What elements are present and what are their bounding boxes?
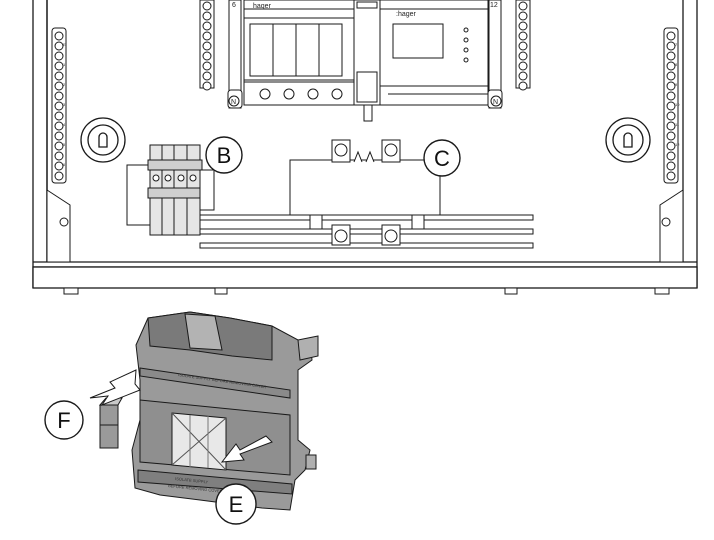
arrow-removal-f bbox=[89, 369, 141, 407]
terminal-number: 5 bbox=[63, 142, 66, 147]
left-earth-terminal-bar: E 1 2 3 4 5 6 bbox=[51, 27, 67, 184]
terminal-screw bbox=[666, 141, 676, 151]
terminal-screw bbox=[666, 101, 676, 111]
terminal-screw bbox=[54, 151, 64, 161]
terminal-screw bbox=[54, 121, 64, 131]
terminal-screw bbox=[54, 101, 64, 111]
right-lower-bracket bbox=[659, 189, 684, 263]
brand-label-right: :hager bbox=[396, 11, 417, 18]
terminal-number: 11 bbox=[675, 122, 680, 127]
terminal-screw bbox=[202, 21, 212, 31]
terminal-screw bbox=[54, 131, 64, 141]
arrow-removal-e bbox=[220, 435, 273, 463]
terminal-screw bbox=[518, 41, 528, 51]
terminal-screw bbox=[666, 31, 676, 41]
terminal-screw bbox=[202, 51, 212, 61]
neutral-label-left: N bbox=[231, 99, 236, 106]
callout-c-label: C bbox=[434, 146, 450, 171]
terminal-screw bbox=[54, 161, 64, 171]
terminal-screw bbox=[518, 61, 528, 71]
terminal-screw bbox=[518, 71, 528, 81]
terminal-screw bbox=[518, 31, 528, 41]
right-keyhole-mount bbox=[605, 117, 651, 163]
right-earth-terminal-bar: 7 8 9 10 11 12 bbox=[663, 27, 680, 184]
terminal-screw bbox=[518, 21, 528, 31]
callout-b: B bbox=[205, 136, 243, 174]
terminal-screw bbox=[666, 81, 676, 91]
terminal-screw bbox=[202, 81, 212, 91]
terminal-screw bbox=[54, 31, 64, 41]
terminal-screw bbox=[202, 41, 212, 51]
terminal-number: 6 bbox=[63, 162, 66, 167]
terminal-screw bbox=[54, 81, 64, 91]
removed-cover bbox=[131, 311, 319, 511]
terminal-screw bbox=[666, 171, 676, 181]
terminal-screw bbox=[54, 51, 64, 61]
enclosure-feet bbox=[63, 287, 670, 295]
terminal-screw bbox=[518, 11, 528, 21]
terminal-screw bbox=[666, 91, 676, 101]
left-keyhole-mount bbox=[80, 117, 126, 163]
terminal-screw bbox=[666, 51, 676, 61]
terminal-screw bbox=[202, 31, 212, 41]
callout-f-label: F bbox=[57, 408, 70, 433]
brand-label-left: hager bbox=[253, 3, 272, 10]
terminal-screw bbox=[666, 111, 676, 121]
callout-e-label: E bbox=[229, 492, 244, 517]
terminal-screw bbox=[666, 151, 676, 161]
callout-e: E bbox=[215, 483, 257, 525]
terminal-number: E bbox=[63, 42, 66, 47]
callout-b-label: B bbox=[217, 143, 232, 168]
terminal-screw bbox=[666, 161, 676, 171]
terminal-number: 2 bbox=[63, 82, 66, 87]
terminal-screw bbox=[202, 11, 212, 21]
neutral-label-right: N bbox=[493, 99, 498, 106]
terminal-screw bbox=[518, 51, 528, 61]
terminal-number: 1 bbox=[63, 62, 66, 67]
din-rails bbox=[199, 214, 534, 249]
terminal-screw bbox=[54, 41, 64, 51]
device-labels: hager :hager N N 6 12 bbox=[231, 2, 498, 106]
terminal-screw bbox=[518, 1, 528, 11]
terminal-number: 7 bbox=[675, 42, 678, 47]
terminal-screw bbox=[666, 41, 676, 51]
terminal-number: 12 bbox=[675, 142, 680, 147]
left-lower-bracket bbox=[46, 189, 71, 263]
terminal-number: 4 bbox=[63, 122, 66, 127]
terminal-number: 9 bbox=[675, 82, 678, 87]
terminal-screw bbox=[54, 61, 64, 71]
terminal-number: 3 bbox=[63, 102, 66, 107]
enclosure bbox=[32, 0, 698, 289]
terminal-screw bbox=[202, 1, 212, 11]
cover-lower-warning-1: ISOLATE SUPPLY bbox=[175, 476, 209, 484]
terminal-screw bbox=[54, 141, 64, 151]
terminal-screw bbox=[666, 131, 676, 141]
terminal-screw bbox=[54, 91, 64, 101]
cover-lower-warning-2: BEFORE REMOVING COVER bbox=[168, 483, 223, 494]
terminal-number: 10 bbox=[675, 102, 680, 107]
terminal-screw bbox=[518, 81, 528, 91]
terminal-screw bbox=[54, 111, 64, 121]
callout-f: F bbox=[44, 400, 84, 440]
terminal-screw bbox=[666, 71, 676, 81]
din-rail-assembly bbox=[199, 0, 531, 122]
din-number-left: 6 bbox=[232, 2, 236, 9]
main-switch-c bbox=[289, 139, 441, 246]
terminal-number: 8 bbox=[675, 62, 678, 67]
terminal-screw bbox=[54, 171, 64, 181]
terminal-screw bbox=[666, 61, 676, 71]
terminal-screw bbox=[202, 61, 212, 71]
din-number-right: 12 bbox=[490, 2, 498, 9]
removed-blank-part bbox=[98, 397, 123, 449]
terminal-screw bbox=[54, 71, 64, 81]
callout-c: C bbox=[423, 139, 461, 177]
terminal-screw bbox=[202, 71, 212, 81]
terminal-block-b bbox=[126, 144, 215, 236]
terminal-screw bbox=[666, 121, 676, 131]
